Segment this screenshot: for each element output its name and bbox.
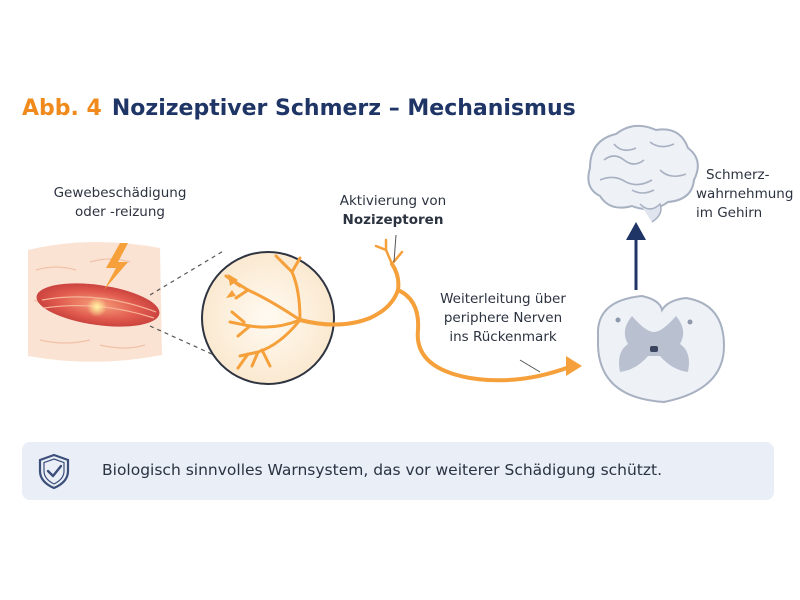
- nociceptor-magnification: [201, 251, 335, 385]
- damage-glow: [87, 297, 107, 317]
- arrow-to-brain: [626, 222, 646, 290]
- zoom-lines: [149, 249, 226, 361]
- peripheral-nerve-fiber: [298, 262, 574, 383]
- spinal-cord-cross-section: [597, 294, 726, 404]
- transmission-pointer: [519, 359, 541, 373]
- brain-icon: [587, 124, 699, 223]
- figure-title: Abb. 4 Nozizeptiver Schmerz – Mechanismus: [22, 96, 576, 121]
- label-transmission: Weiterleitung über periphere Nerven ins …: [428, 290, 578, 347]
- label-line: Aktivierung von: [339, 193, 447, 209]
- label-line: Schmerz-: [706, 167, 770, 183]
- shield-check-icon: [38, 453, 70, 490]
- label-line: im Gehirn: [696, 205, 763, 221]
- label-emphasis: Nozizeptoren: [342, 212, 444, 228]
- label-activation: Aktivierung von Nozizeptoren: [318, 192, 468, 230]
- label-perception: Schmerz- wahrnehmung im Gehirn: [696, 166, 796, 223]
- label-line: wahrnehmung: [696, 186, 794, 202]
- summary-banner: Biologisch sinnvolles Warnsystem, das vo…: [22, 442, 774, 500]
- receptor-branch: [374, 238, 404, 266]
- label-line: periphere Nerven: [443, 310, 563, 326]
- label-line: Gewebeschädigung: [53, 185, 187, 201]
- banner-text: Biologisch sinnvolles Warnsystem, das vo…: [102, 461, 663, 479]
- nerve-arrowhead: [566, 356, 582, 376]
- title-text: Nozizeptiver Schmerz – Mechanismus: [111, 96, 576, 121]
- activation-pointer: [393, 234, 397, 263]
- label-line: ins Rückenmark: [449, 329, 557, 345]
- label-line-bold: Nozizeptoren: [318, 211, 468, 230]
- lightning-icon: [104, 243, 128, 290]
- figure-number: Abb. 4: [22, 96, 102, 121]
- label-line: Weiterleitung über: [440, 291, 566, 307]
- label-line: oder -reizung: [75, 204, 165, 220]
- label-tissue-damage: Gewebeschädigung oder -reizung: [40, 184, 200, 222]
- tissue-illustration: [28, 241, 162, 362]
